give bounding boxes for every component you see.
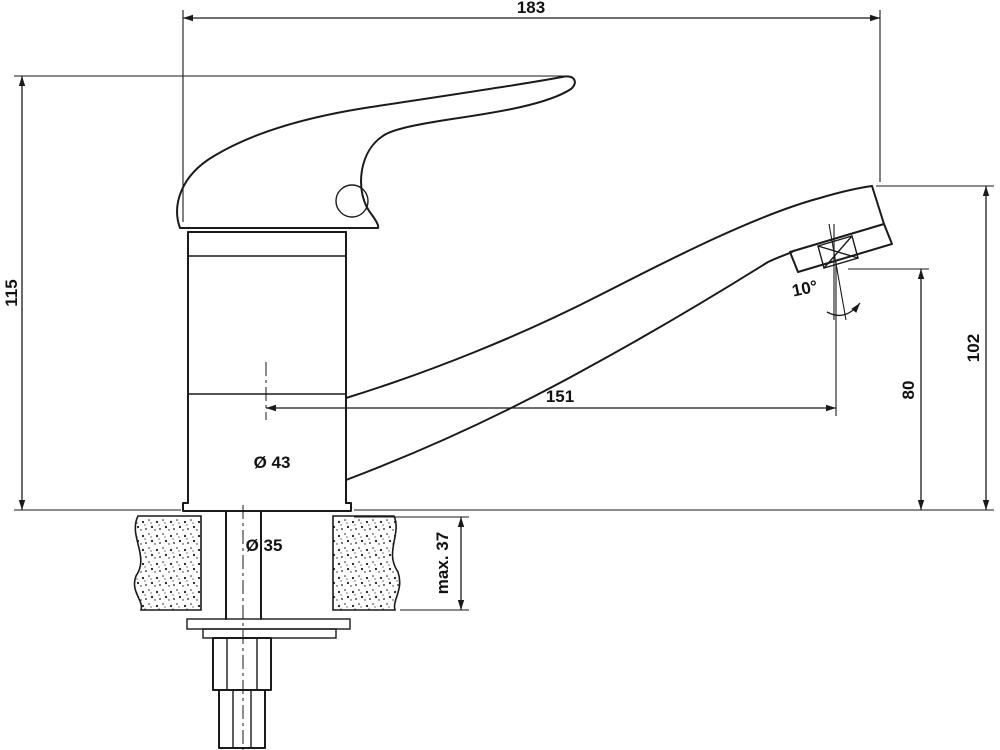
dim-102: 102 (354, 185, 994, 511)
dim-115: 115 (2, 75, 566, 511)
spout-bottom-edge (345, 251, 793, 481)
dim-max37-label: max. 37 (433, 532, 452, 594)
spout-tip-face (871, 185, 885, 225)
dim-115-label: 115 (2, 279, 21, 306)
dim-angle-label: 10° (790, 277, 819, 301)
dim-183-label: 183 (517, 0, 545, 17)
angle-aerator-axis-line (828, 223, 847, 321)
dim-max37: max. 37 (354, 516, 469, 611)
dim-151-label: 151 (546, 387, 574, 406)
aerator-cap-outline (789, 223, 893, 273)
dim-151: 151 (265, 262, 837, 420)
faucet-spout (345, 185, 893, 481)
dim-80: 80 (848, 268, 929, 510)
faucet-handle (176, 75, 576, 229)
dim-body-diameter-label: Ø 43 (254, 453, 291, 472)
dim-80-label: 80 (899, 381, 918, 400)
washer-plate-lower (202, 628, 337, 639)
dim-hole-diameter-label: Ø 35 (246, 536, 283, 555)
washer-plate-upper (186, 618, 351, 630)
countertop-section (133, 515, 401, 611)
handle-lever-outline (176, 75, 576, 229)
threaded-stud (218, 689, 266, 749)
body-base-flange (182, 502, 352, 512)
spout-top-edge (345, 185, 873, 399)
dim-angle-10: 10° (790, 223, 861, 321)
countertop-left-block (133, 515, 202, 611)
dim-102-label: 102 (964, 334, 983, 362)
dim-183: 183 (182, 0, 881, 222)
angle-arc (826, 302, 861, 317)
mounting-nut (212, 637, 272, 691)
aerator-screen-cross-2 (823, 235, 853, 269)
handle-cap-circle (335, 184, 369, 218)
mounting-hardware (186, 505, 351, 750)
faucet-body (182, 231, 352, 512)
countertop-right-block (332, 515, 401, 611)
